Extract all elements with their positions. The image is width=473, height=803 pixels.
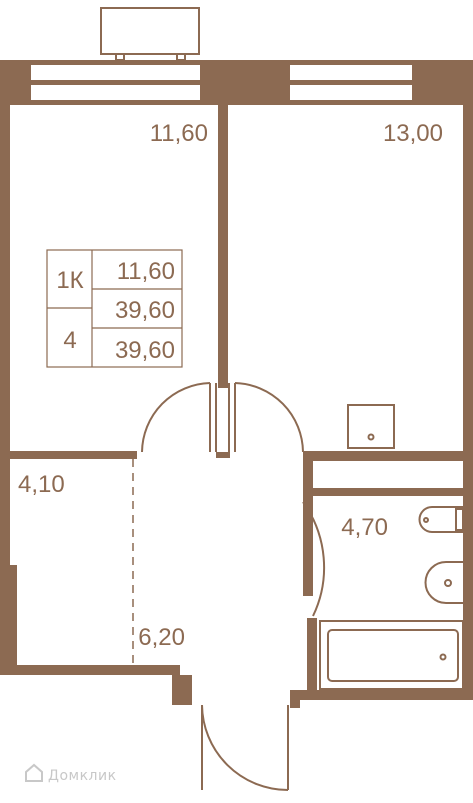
living-area-value: 11,60 — [117, 258, 175, 285]
interior-walls — [10, 105, 463, 690]
summary-table: 1К 4 11,60 39,60 39,60 — [46, 249, 183, 368]
apartment-type: 1К — [56, 267, 83, 294]
room-right-area-label: 13,00 — [383, 120, 443, 147]
exterior-walls — [0, 60, 473, 708]
room-left-area-label: 11,60 — [150, 120, 208, 147]
bathtub — [319, 620, 464, 690]
total-area-value: 39,60 — [115, 297, 175, 324]
watermark-text: Домклик — [48, 768, 117, 784]
toilet — [418, 506, 464, 533]
balcony — [100, 7, 200, 61]
sink — [347, 404, 395, 449]
hall-area-label: 6,20 — [138, 624, 185, 651]
watermark: Домклик — [25, 763, 117, 784]
bathroom-area-label: 4,70 — [341, 514, 388, 541]
total-area-value-2: 39,60 — [115, 337, 175, 364]
house-icon — [25, 763, 43, 782]
storage-area-label: 4,10 — [18, 471, 65, 498]
washbasin — [424, 561, 463, 604]
floor-number: 4 — [63, 327, 76, 354]
doors — [141, 382, 326, 791]
